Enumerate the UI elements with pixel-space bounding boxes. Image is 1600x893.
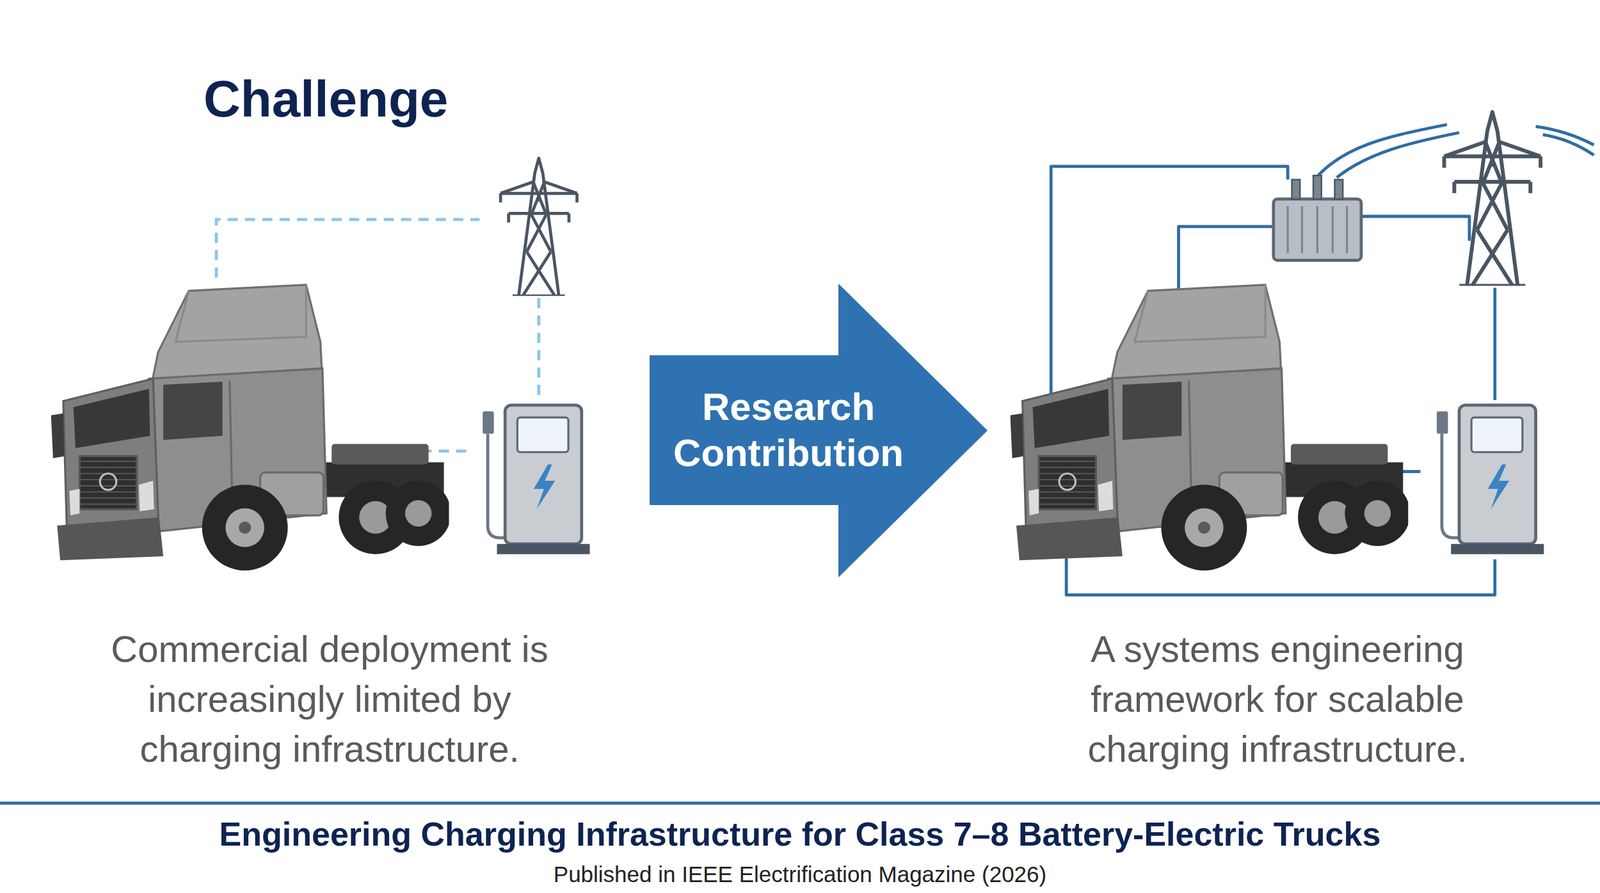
node-label: Research Contribution <box>654 384 923 477</box>
text-area: Research Contribution <box>649 355 928 505</box>
section-heading: Challenge <box>203 69 562 129</box>
title-text: Engineering Charging Infrastructure for … <box>0 815 1600 854</box>
arrow-shape: Research Contribution <box>649 283 988 578</box>
contribution-text: A systems engineering framework for scal… <box>1027 624 1528 774</box>
challenge-text: Commercial deployment is increasingly li… <box>80 624 580 774</box>
node-outline <box>649 283 988 578</box>
caption-text: Published in IEEE Electrification Magazi… <box>0 860 1600 888</box>
arrow-outline <box>649 283 988 578</box>
